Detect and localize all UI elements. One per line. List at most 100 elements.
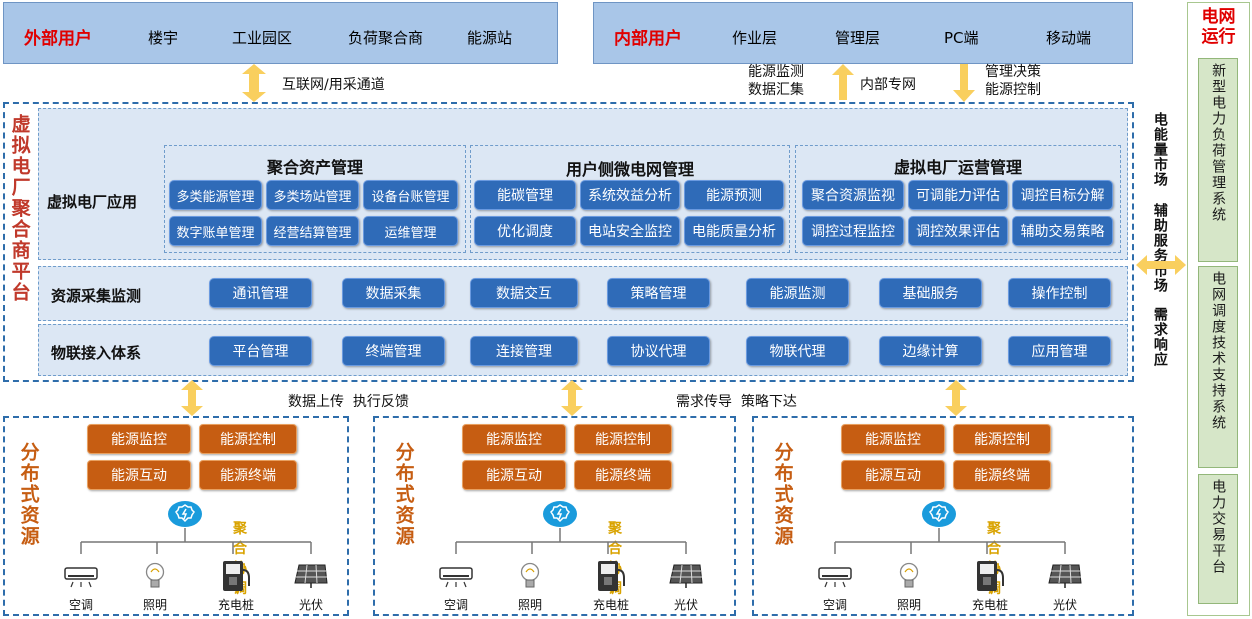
external-users-bar: 外部用户 楼宇 工业园区 负荷聚合商 能源站 [3,2,558,64]
iot-btn-3[interactable]: 连接管理 [470,336,578,366]
asset-btn-4[interactable]: 数字账单管理 [169,216,262,246]
device-label: 照明 [896,598,921,612]
operation-btn-5[interactable]: 调控效果评估 [908,216,1008,246]
iot-btn-1[interactable]: 平台管理 [209,336,312,366]
internal-user-item: 管理层 [835,29,881,47]
energy-interaction-button[interactable]: 能源互动 [462,460,566,490]
microgrid-btn-1[interactable]: 能碳管理 [474,180,576,210]
operation-btn-4[interactable]: 调控过程监控 [802,216,904,246]
distributed-resource-title: 分布式资源 [769,442,795,547]
monitoring-btn-3[interactable]: 数据交互 [470,278,578,308]
power-trading-text: 电力交易平台 [1210,479,1227,575]
monitoring-btn-5[interactable]: 能源监测 [746,278,849,308]
energy-market-text: 电能量市场 [1151,112,1168,187]
device-label: 充电桩 [971,598,1008,612]
iot-btn-7[interactable]: 应用管理 [1008,336,1111,366]
power-trading-platform: 电力交易平台 [1198,474,1238,604]
private-network-label: 内部专网 [860,77,916,93]
operation-btn-1[interactable]: 聚合资源监视 [802,180,904,210]
microgrid-btn-3[interactable]: 能源预测 [684,180,784,210]
energy-interaction-button[interactable]: 能源互动 [87,460,191,490]
asset-btn-2[interactable]: 多类场站管理 [266,180,359,210]
energy-monitor-button[interactable]: 能源监控 [87,424,191,454]
double-arrow-icon [242,64,266,102]
energy-terminal-button[interactable]: 能源终端 [574,460,672,490]
operation-btn-3[interactable]: 调控目标分解 [1012,180,1113,210]
asset-btn-5[interactable]: 经营结算管理 [266,216,359,246]
energy-terminal-button[interactable]: 能源终端 [199,460,297,490]
asset-btn-1[interactable]: 多类能源管理 [169,180,262,210]
energy-monitor-button[interactable]: 能源监控 [462,424,566,454]
grid-operation-title-text: 电网运行 [1201,7,1236,47]
energy-monitor-button[interactable]: 能源监控 [841,424,945,454]
device-label: 光伏 [1052,598,1077,612]
energy-interaction-button[interactable]: 能源互动 [841,460,945,490]
charging-pile-icon [977,561,1004,591]
device-label: 充电桩 [592,598,629,612]
microgrid-btn-4[interactable]: 优化调度 [474,216,576,246]
device-label: 充电桩 [217,598,254,612]
decision-line: 能源控制 [985,81,1041,98]
double-arrow-icon [945,380,967,416]
microgrid-management-group [470,145,790,253]
operation-btn-2[interactable]: 可调能力评估 [908,180,1008,210]
resource-monitoring-label: 资源采集监测 [51,287,142,305]
up-arrow-icon [832,64,854,100]
demand-response-text: 需求响应 [1151,307,1168,367]
distributed-title-text: 分布式资源 [771,442,794,547]
microgrid-btn-6[interactable]: 电能质量分析 [684,216,784,246]
device-label: 照明 [517,598,542,612]
distributed-title-text: 分布式资源 [392,442,415,547]
monitor-summary-label: 能源监测 数据汇集 [748,64,804,99]
energy-control-button[interactable]: 能源控制 [574,424,672,454]
load-management-system: 新型电力负荷管理系统 [1198,58,1238,262]
iot-btn-5[interactable]: 物联代理 [746,336,849,366]
vpp-operation-group [795,145,1121,253]
monitoring-btn-6[interactable]: 基础服务 [879,278,982,308]
distributed-resource-title: 分布式资源 [390,442,416,547]
microgrid-btn-2[interactable]: 系统效益分析 [580,180,680,210]
decision-label: 管理决策 能源控制 [985,64,1041,99]
asset-management-group [164,145,466,253]
energy-control-button[interactable]: 能源控制 [199,424,297,454]
internal-users-bar: 内部用户 作业层 管理层 PC端 移动端 [593,2,1133,64]
platform-title: 虚拟电厂聚合商平台 [6,114,32,303]
asset-btn-6[interactable]: 运维管理 [363,216,458,246]
energy-terminal-button[interactable]: 能源终端 [953,460,1051,490]
iot-btn-6[interactable]: 边缘计算 [879,336,982,366]
device-label: 光伏 [298,598,323,612]
ancillary-market-text: 辅助服务市场 [1151,203,1168,293]
monitoring-btn-1[interactable]: 通讯管理 [209,278,312,308]
charging-pile-icon [598,561,625,591]
group-title: 用户侧微电网管理 [565,160,694,179]
monitoring-btn-4[interactable]: 策略管理 [607,278,710,308]
external-user-item: 负荷聚合商 [348,29,424,47]
solar-panel-icon [294,564,328,588]
monitoring-btn-7[interactable]: 操作控制 [1008,278,1111,308]
group-title: 聚合资产管理 [266,158,363,177]
internal-user-item: 移动端 [1046,29,1092,47]
microgrid-btn-5[interactable]: 电站安全监控 [580,216,680,246]
energy-control-button[interactable]: 能源控制 [953,424,1051,454]
load-management-text: 新型电力负荷管理系统 [1210,63,1227,223]
iot-btn-2[interactable]: 终端管理 [342,336,445,366]
platform-title-text: 虚拟电厂聚合商平台 [8,114,31,303]
monitoring-btn-2[interactable]: 数据采集 [342,278,445,308]
internal-user-item: PC端 [944,29,979,47]
operation-btn-6[interactable]: 辅助交易策略 [1012,216,1113,246]
light-bulb-icon [520,562,540,588]
horizontal-double-arrow-icon [1136,255,1186,275]
solar-panel-icon [1048,564,1082,588]
aggregation-hub-icon [168,501,202,527]
internet-channel-label: 互联网/用采通道 [282,77,385,93]
platform-frame [3,102,1134,382]
demand-strategy-label: 需求传导 策略下达 [676,394,797,410]
aggregation-hub-icon [543,501,577,527]
device-label: 光伏 [673,598,698,612]
iot-btn-4[interactable]: 协议代理 [607,336,710,366]
internal-users-title: 内部用户 [614,29,682,49]
external-users-title: 外部用户 [24,29,92,49]
asset-btn-3[interactable]: 设备台账管理 [363,180,458,210]
device-label: 空调 [822,598,847,612]
internal-user-item: 作业层 [732,29,778,47]
